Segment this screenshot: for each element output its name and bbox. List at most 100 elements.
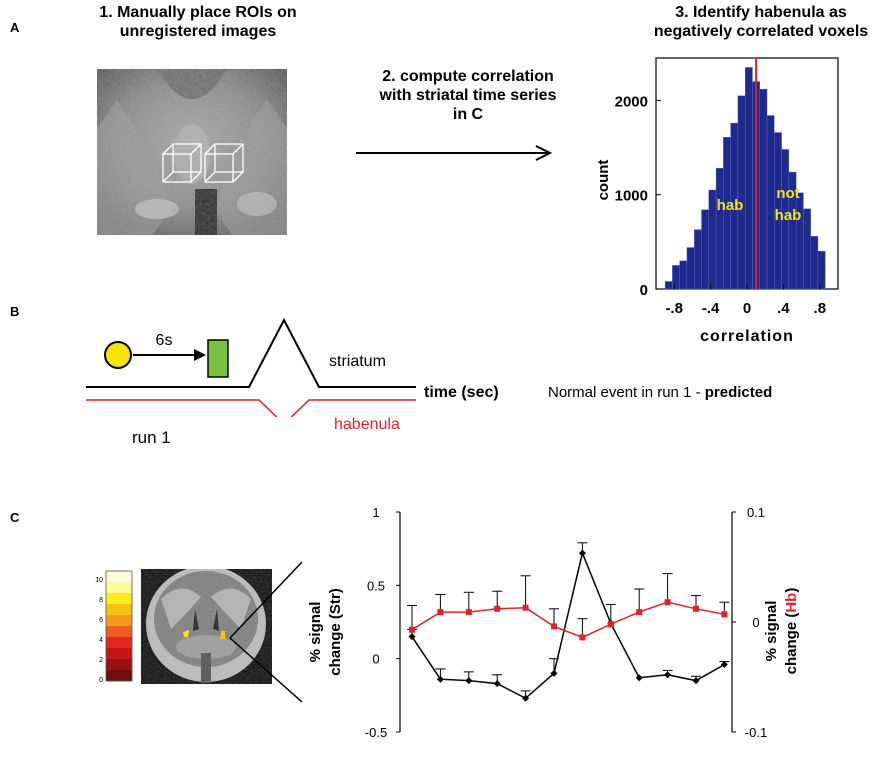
- habenula-data-point: [409, 626, 415, 633]
- run-label: run 1: [132, 428, 171, 447]
- histogram-x-axis-label: correlation: [700, 328, 794, 345]
- striatum-data-point: [635, 674, 643, 682]
- striatum-data-point: [692, 677, 700, 685]
- right-y-tick-label: 0.1: [747, 505, 765, 520]
- histogram-y-tick-label: 0: [640, 282, 648, 299]
- histogram-bar: [810, 235, 819, 290]
- step3-line2: negatively correlated voxels: [653, 23, 869, 40]
- left-axis-label-line2: change (Str): [327, 588, 344, 676]
- striatum-data-point: [664, 671, 672, 679]
- step1-caption: 1. Manually place ROIs on unregistered i…: [94, 3, 302, 41]
- colorbar-cell: [106, 670, 132, 682]
- step1-line1: 1. Manually place ROIs on: [99, 4, 297, 21]
- step2-caption: 2. compute correlation with striatal tim…: [358, 67, 578, 124]
- left-axis-label-line1: % signal: [307, 602, 324, 663]
- striatum-data-point: [493, 680, 501, 688]
- panel-label-c: C: [10, 510, 20, 525]
- left-y-tick-label: 0.5: [367, 578, 385, 593]
- roi-cube-right: [204, 143, 244, 183]
- habenula-data-point: [664, 599, 671, 606]
- activation-blob-left: [183, 630, 189, 637]
- histogram-bar: [701, 209, 709, 290]
- histogram-x-tick-label: .4: [777, 300, 790, 317]
- left-y-tick-label: -0.5: [365, 725, 387, 740]
- roi-cube-left: [162, 143, 202, 183]
- histogram-bar: [766, 115, 775, 290]
- histogram-x-tick-label: -.8: [665, 300, 683, 317]
- histogram-bar: [803, 208, 811, 290]
- left-axis-label: % signal change (Str): [307, 588, 344, 676]
- right-axis-label-text: change (: [783, 613, 800, 675]
- step1-line2: unregistered images: [119, 23, 277, 40]
- signal-change-plot: -0.500.51-0.100.1: [365, 505, 767, 740]
- histogram-bar: [694, 229, 702, 290]
- histogram-bar: [817, 251, 826, 290]
- histogram-bar: [737, 95, 746, 290]
- habenula-trace: [86, 399, 416, 417]
- histogram-bar: [744, 67, 753, 290]
- step2-line3: in C: [452, 106, 484, 123]
- colorbar-cell: [106, 582, 132, 594]
- colorbar-tick-label: 8: [99, 597, 103, 604]
- histogram-y-tick-label: 1000: [615, 188, 648, 205]
- right-axis-label-line1: % signal: [763, 601, 780, 662]
- right-axis-label-hb: Hb: [783, 593, 800, 613]
- left-y-tick-label: 1: [372, 505, 379, 520]
- histogram-bar: [715, 168, 724, 290]
- step3-line1: 3. Identify habenula as: [675, 4, 847, 21]
- right-axis-label-close: ): [783, 588, 800, 593]
- habenula-data-point: [465, 609, 472, 616]
- delay-label: 6s: [156, 332, 173, 349]
- colorbar-cell: [106, 626, 132, 638]
- colorbar-cell: [106, 593, 132, 605]
- striatum-data-point: [465, 677, 473, 685]
- hab-label: hab: [717, 197, 744, 214]
- habenula-data-point: [721, 611, 728, 618]
- colorbar-tick-label: 0: [99, 677, 103, 684]
- habenula-data-point: [636, 609, 643, 616]
- left-y-tick-label: 0: [372, 652, 379, 667]
- histogram-bar: [686, 247, 695, 290]
- zoom-lines: [229, 561, 303, 703]
- habenula-data-point: [551, 623, 557, 630]
- colorbar-tick-label: 6: [99, 617, 103, 624]
- step2-line1: 2. compute correlation: [382, 68, 554, 85]
- striatum-data-point: [436, 675, 444, 683]
- habenula-data-point: [579, 634, 586, 641]
- right-axis-label-line2: change (Hb): [783, 588, 800, 675]
- panel-label-b: B: [10, 304, 20, 319]
- striatum-data-point: [408, 633, 416, 641]
- cue-circle: [104, 341, 132, 369]
- right-axis-label: % signal change (Hb): [763, 588, 800, 675]
- histogram-bar: [759, 88, 768, 290]
- histogram-bar: [708, 189, 717, 290]
- prediction-caption-prefix: Normal event in run 1 -: [548, 384, 701, 401]
- striatum-series-line: [411, 550, 725, 700]
- panel-label-a: A: [10, 20, 20, 35]
- colorbar-tick-label: 2: [99, 657, 103, 664]
- histogram-x-tick-label: .8: [814, 300, 827, 317]
- coronal-mri-image: [141, 569, 272, 684]
- prediction-caption: Normal event in run 1 - predicted: [548, 384, 772, 401]
- habenula-data-point: [693, 605, 699, 612]
- striatum-trace: [86, 317, 416, 388]
- colorbar-cell: [106, 637, 132, 649]
- colorbar-cell: [106, 615, 132, 627]
- prediction-caption-bold: predicted: [704, 384, 773, 401]
- habenula-data-point: [607, 621, 614, 628]
- habenula-data-point: [494, 605, 501, 612]
- activation-blob-right: [220, 631, 225, 639]
- right-y-tick-label: 0: [752, 615, 759, 630]
- histogram-y-axis-label: count: [595, 160, 612, 201]
- striatum-data-point: [720, 661, 728, 669]
- colorbar-cell: [106, 648, 132, 660]
- striatum-data-point: [522, 694, 530, 702]
- striatum-data-point: [550, 669, 558, 677]
- step3-caption: 3. Identify habenula as negatively corre…: [636, 3, 886, 41]
- time-axis-label: time (sec): [424, 384, 499, 401]
- histogram-x-tick-label: -.4: [702, 300, 720, 317]
- not-hab-label-line1: not: [776, 185, 799, 202]
- colorbar-tick-label: 4: [99, 637, 103, 644]
